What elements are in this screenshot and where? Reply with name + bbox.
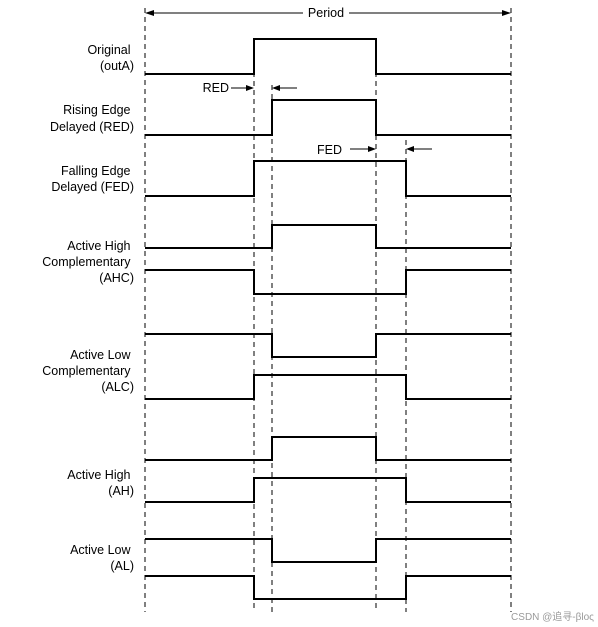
- waveform-fed: [145, 160, 511, 197]
- signal-labels: Original (outA) Rising Edge Delayed (RED…: [42, 43, 134, 573]
- period-label: Period: [308, 6, 344, 20]
- label-ah: Active High (AH): [67, 468, 134, 498]
- red-label: RED: [203, 81, 229, 95]
- waveform-alc-upper: [145, 333, 511, 358]
- label-al: Active Low (AL): [70, 543, 134, 573]
- waveform-al-lower: [145, 575, 511, 600]
- waveform-ah-upper: [145, 436, 511, 461]
- label-ahc: Active High Complementary (AHC): [42, 239, 134, 285]
- waveform-original: [145, 38, 511, 75]
- watermark: CSDN @追寻-βloς: [511, 610, 594, 623]
- label-red: Rising Edge Delayed (RED): [50, 103, 134, 134]
- label-fed: Falling Edge Delayed (FED): [51, 164, 134, 194]
- fed-label: FED: [317, 143, 342, 157]
- waveform-ah-lower: [145, 477, 511, 503]
- red-delay-indicator: RED: [203, 81, 297, 95]
- waveform-red: [145, 99, 511, 136]
- waveform-alc-lower: [145, 374, 511, 400]
- waveform-al-upper: [145, 538, 511, 563]
- waveform-ahc-lower: [145, 269, 511, 295]
- label-alc: Active Low Complementary (ALC): [42, 348, 134, 394]
- period-arrow: Period: [145, 6, 511, 20]
- fed-delay-indicator: FED: [317, 143, 432, 157]
- label-original: Original (outA): [87, 43, 134, 73]
- waveform-ahc-upper: [145, 224, 511, 249]
